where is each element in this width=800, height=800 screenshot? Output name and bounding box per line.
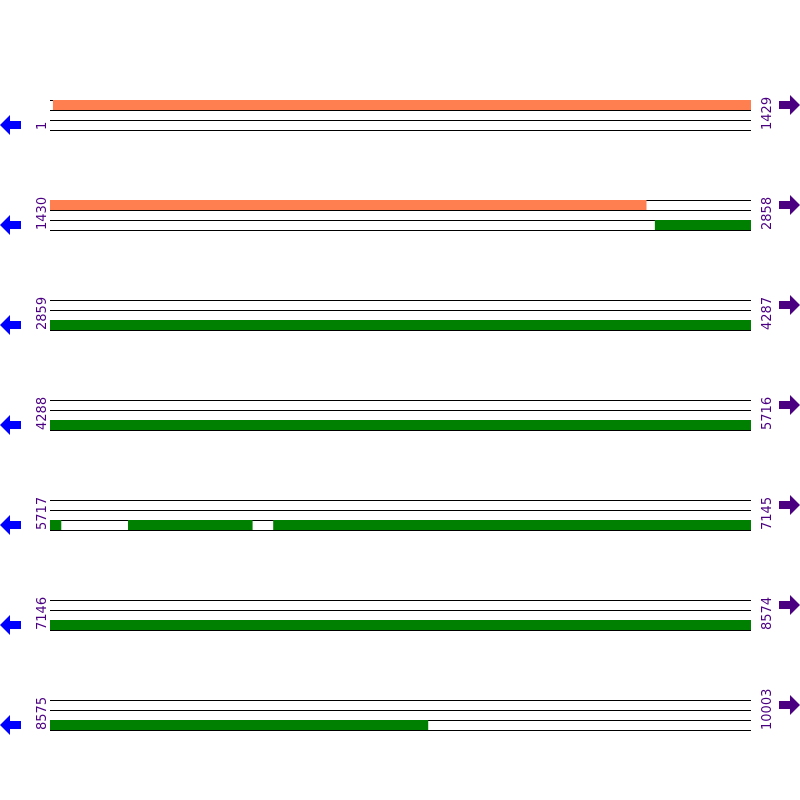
- orf-bar: [50, 520, 62, 530]
- start-position-label: 7146: [35, 597, 50, 630]
- orf-bar: [50, 320, 751, 330]
- start-position-label: 1: [35, 122, 50, 130]
- arrow-left-icon[interactable]: [0, 315, 21, 335]
- end-position-label: 2858: [760, 197, 775, 230]
- arrow-left-icon[interactable]: [0, 215, 21, 235]
- start-position-label: 1430: [35, 197, 50, 230]
- orf-bar: [50, 420, 751, 430]
- end-position-label: 1429: [760, 97, 775, 130]
- start-position-label: 4288: [35, 397, 50, 430]
- orf-bar: [127, 520, 253, 530]
- end-position-label: 7145: [760, 497, 775, 530]
- orf-bar: [654, 220, 751, 230]
- arrow-right-icon[interactable]: [779, 195, 800, 215]
- end-position-label: 8574: [760, 597, 775, 630]
- arrow-right-icon[interactable]: [779, 595, 800, 615]
- arrow-left-icon[interactable]: [0, 715, 21, 735]
- end-position-label: 5716: [760, 397, 775, 430]
- orf-bar: [50, 620, 751, 630]
- arrow-right-icon[interactable]: [779, 695, 800, 715]
- start-position-label: 2859: [35, 297, 50, 330]
- orf-bar: [50, 720, 429, 730]
- end-position-label: 10003: [760, 689, 775, 730]
- arrow-left-icon[interactable]: [0, 415, 21, 435]
- arrow-right-icon[interactable]: [779, 395, 800, 415]
- start-position-label: 5717: [35, 497, 50, 530]
- orf-bar: [273, 520, 751, 530]
- arrow-left-icon[interactable]: [0, 115, 21, 135]
- arrow-right-icon[interactable]: [779, 495, 800, 515]
- arrow-left-icon[interactable]: [0, 515, 21, 535]
- orf-bar: [50, 200, 647, 210]
- end-position-label: 4287: [760, 297, 775, 330]
- orf-bar: [52, 100, 752, 110]
- start-position-label: 8575: [35, 697, 50, 730]
- arrow-right-icon[interactable]: [779, 95, 800, 115]
- arrow-right-icon[interactable]: [779, 295, 800, 315]
- arrow-left-icon[interactable]: [0, 615, 21, 635]
